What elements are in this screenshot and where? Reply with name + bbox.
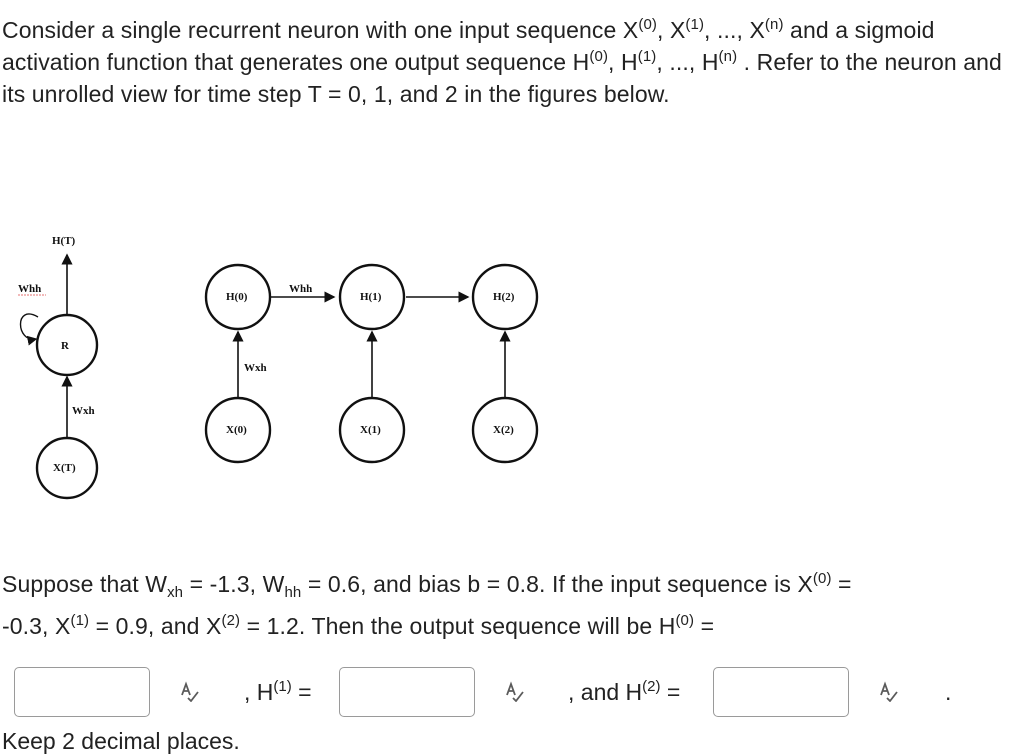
line2-text: -0.3, X: [2, 613, 71, 639]
intro-text: , ..., H: [656, 49, 719, 75]
line1-text: =: [831, 571, 852, 597]
hidden-label-2: H(2): [493, 291, 515, 303]
answer-h1-label: , H(1) =: [244, 676, 312, 708]
intro-text: , H: [608, 49, 638, 75]
question-line-1: Suppose that Wxh = -1.3, Whh = 0.6, and …: [2, 568, 852, 600]
intro-text: , ..., X: [704, 17, 765, 43]
sub-xh: xh: [167, 584, 184, 601]
line2-text: = 1.2. Then the output sequence will be …: [240, 613, 676, 639]
intro-text: Consider a single recurrent neuron with …: [2, 17, 639, 43]
hidden-label-1: H(1): [360, 291, 382, 303]
sup-x0: (0): [638, 16, 657, 33]
sup-x1: (1): [70, 612, 90, 629]
unrolled-whh-label: Whh: [289, 283, 312, 295]
input-node-2: X(2): [471, 396, 539, 464]
answer-h1-input[interactable]: [339, 667, 475, 717]
spell-check-icon[interactable]: [178, 680, 200, 702]
line1-text: Suppose that W: [2, 571, 168, 597]
answer-h0-input[interactable]: [14, 667, 150, 717]
answer-h2-input[interactable]: [713, 667, 849, 717]
intro-text: and a sigmoid activation function that g…: [2, 17, 935, 75]
folded-neuron-label: R: [61, 340, 70, 352]
sup-x2: (2): [221, 612, 241, 629]
line1-text: = 0.6, and bias b = 0.8. If the input se…: [301, 571, 813, 597]
line2-text: = 0.9, and X: [89, 613, 222, 639]
input-label-1: X(1): [360, 424, 381, 436]
intro-text: . Refer to the neuron and its unrolled v…: [2, 49, 1002, 107]
sup-x1: (1): [685, 16, 705, 33]
unrolled-wxh-label: Wxh: [244, 362, 267, 374]
question-line-2: -0.3, X(1) = 0.9, and X(2) = 1.2. Then t…: [2, 610, 714, 642]
trailing-period: .: [945, 679, 952, 705]
folded-whh-label: Whh: [18, 283, 41, 295]
question-intro: Consider a single recurrent neuron with …: [2, 14, 1002, 110]
input-label-0: X(0): [226, 424, 247, 436]
input-node-0: X(0): [204, 396, 272, 464]
input-label-2: X(2): [493, 424, 514, 436]
sup-h1: (1): [273, 678, 292, 695]
sup-h1: (1): [637, 48, 657, 65]
sup-h2: (2): [642, 678, 661, 695]
sup-h0: (0): [675, 612, 695, 629]
sup-xn: (n): [764, 16, 784, 33]
intro-text: , X: [656, 17, 686, 43]
folded-wxh-label: Wxh: [72, 405, 95, 417]
hidden-node-0: H(0): [204, 263, 272, 331]
hidden-node-1: H(1): [338, 263, 406, 331]
line1-text: = -1.3, W: [183, 571, 285, 597]
sub-hh: hh: [284, 584, 302, 601]
label-text: =: [660, 679, 681, 705]
folded-input-label: X(T): [53, 462, 76, 474]
sup-hn: (n): [718, 48, 738, 65]
label-text: , and H: [568, 679, 643, 705]
spell-check-icon[interactable]: [503, 680, 525, 702]
input-node-1: X(1): [338, 396, 406, 464]
folded-neuron: H(T) Whh R Wxh X(T): [18, 235, 99, 500]
hidden-node-2: H(2): [471, 263, 539, 331]
hidden-label-0: H(0): [226, 291, 248, 303]
unrolled-view: Whh Wxh H(0) H(1) H(2) X(0) X(1) X(2): [204, 263, 539, 464]
rnn-diagram: H(T) Whh R Wxh X(T) Whh Wxh H(0) H(1) H(…: [18, 235, 539, 500]
spell-check-icon[interactable]: [877, 680, 899, 702]
answer-h2-label: , and H(2) =: [568, 676, 680, 708]
instruction-text: Keep 2 decimal places.: [2, 728, 240, 754]
line2-text: =: [694, 613, 715, 639]
label-text: =: [291, 679, 312, 705]
folded-output-label: H(T): [52, 235, 76, 247]
sup-h0: (0): [589, 48, 609, 65]
sup-x0: (0): [812, 570, 832, 587]
label-text: , H: [244, 679, 274, 705]
